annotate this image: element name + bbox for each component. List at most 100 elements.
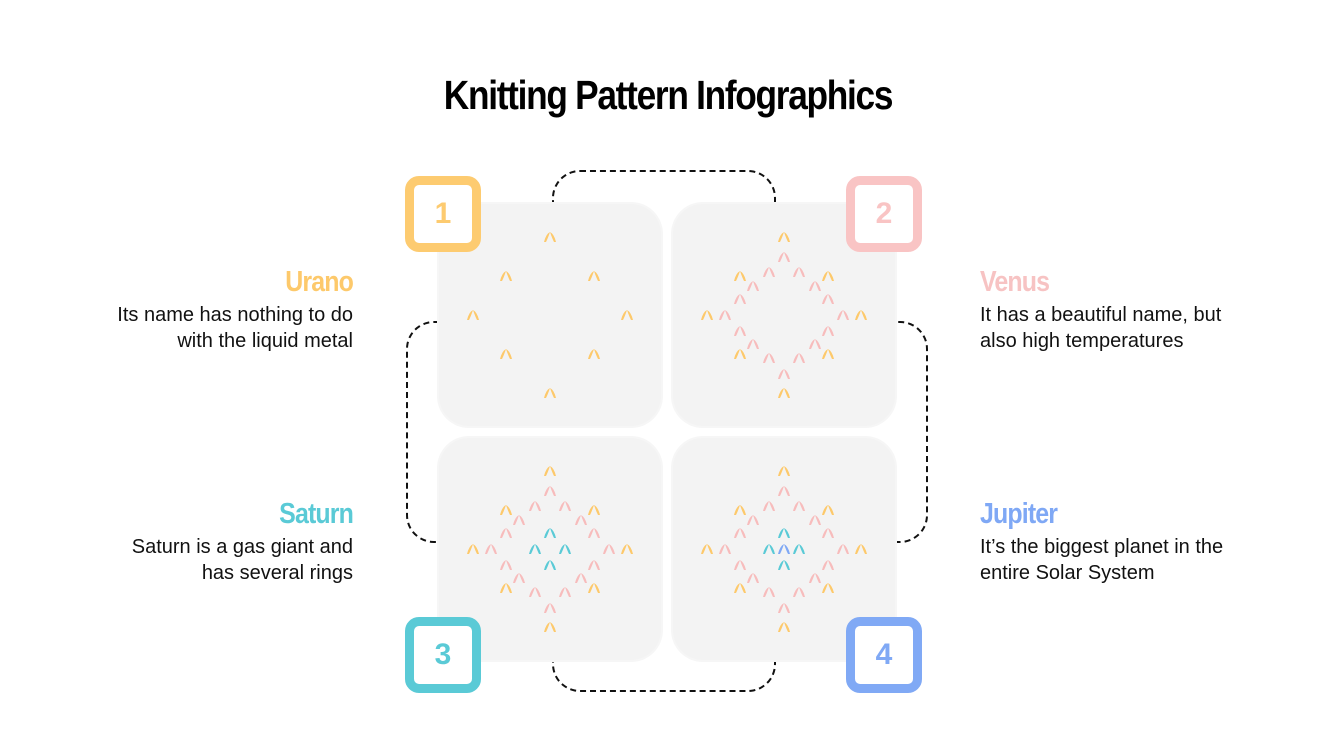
stitch-icon [733,559,747,571]
stitch-icon [574,514,588,526]
stitch-icon [499,582,513,594]
stitch-icon [762,586,776,598]
badge-number: 1 [434,197,452,230]
stitch-icon [762,500,776,512]
stitch-icon [543,527,557,539]
stitch-icon [587,582,601,594]
stitch-icon [733,293,747,305]
stitch-icon [777,485,791,497]
stitch-icon [587,270,601,282]
stitch-icon [543,387,557,399]
item-title: Venus [980,266,1050,298]
stitch-icon [466,309,480,321]
stitch-icon [484,543,498,555]
stitch-icon [821,325,835,337]
stitch-icon [792,352,806,364]
stitch-icon [821,527,835,539]
stitch-icon [733,527,747,539]
stitch-icon [792,266,806,278]
stitch-icon [777,387,791,399]
stitch-icon [543,621,557,633]
pattern-panel-4 [673,438,895,660]
stitch-icon [777,251,791,263]
stitch-icon [733,325,747,337]
stitch-icon [558,500,572,512]
stitch-icon [620,543,634,555]
stitch-icon [558,586,572,598]
stitch-icon [733,270,747,282]
stitch-icon [746,338,760,350]
stitch-icon [733,504,747,516]
stitch-icon [777,527,791,539]
stitch-icon [543,602,557,614]
stitch-icon [512,514,526,526]
stitch-icon [587,527,601,539]
stitch-icon [543,485,557,497]
stitch-icon [777,231,791,243]
stitch-icon [733,582,747,594]
stitch-icon [733,348,747,360]
stitch-icon [854,309,868,321]
stitch-icon [821,582,835,594]
stitch-icon [821,270,835,282]
stitch-icon [746,572,760,584]
stitch-icon [700,543,714,555]
stitch-icon [746,280,760,292]
item-title: Urano [285,266,354,298]
number-badge-2: 2 [846,176,922,252]
dashed-connector-right [868,321,928,543]
stitch-icon [602,543,616,555]
stitch-icon [528,500,542,512]
stitch-icon [808,514,822,526]
stitch-icon [808,572,822,584]
page-title: Knitting Pattern Infographics [443,72,894,118]
item-title: Saturn [279,498,354,530]
badge-number: 3 [434,638,452,671]
number-badge-4: 4 [846,617,922,693]
stitch-icon [762,266,776,278]
stitch-icon [808,338,822,350]
stitch-icon [528,543,542,555]
stitch-icon [620,309,634,321]
number-badge-3: 3 [405,617,481,693]
stitch-icon [587,504,601,516]
stitch-icon [777,543,791,555]
stitch-icon [499,559,513,571]
stitch-icon [499,504,513,516]
item-title: Jupiter [980,498,1058,530]
stitch-icon [746,514,760,526]
stitch-icon [718,543,732,555]
stitch-icon [528,586,542,598]
stitch-icon [587,559,601,571]
dashed-connector-top [552,170,776,230]
stitch-icon [777,465,791,477]
stitch-icon [466,543,480,555]
stitch-icon [777,602,791,614]
stitch-icon [836,309,850,321]
stitch-icon [558,543,572,555]
stitch-icon [777,368,791,380]
stitch-icon [700,309,714,321]
stitch-icon [574,572,588,584]
stitch-icon [836,543,850,555]
stitch-icon [587,348,601,360]
stitch-icon [543,559,557,571]
stitch-icon [792,586,806,598]
dashed-connector-bottom [552,632,776,692]
stitch-icon [499,270,513,282]
stitch-icon [499,348,513,360]
stitch-icon [762,352,776,364]
stitch-icon [854,543,868,555]
badge-number: 4 [875,638,893,671]
stitch-icon [821,559,835,571]
stitch-icon [821,504,835,516]
stitch-icon [821,293,835,305]
stitch-icon [792,543,806,555]
